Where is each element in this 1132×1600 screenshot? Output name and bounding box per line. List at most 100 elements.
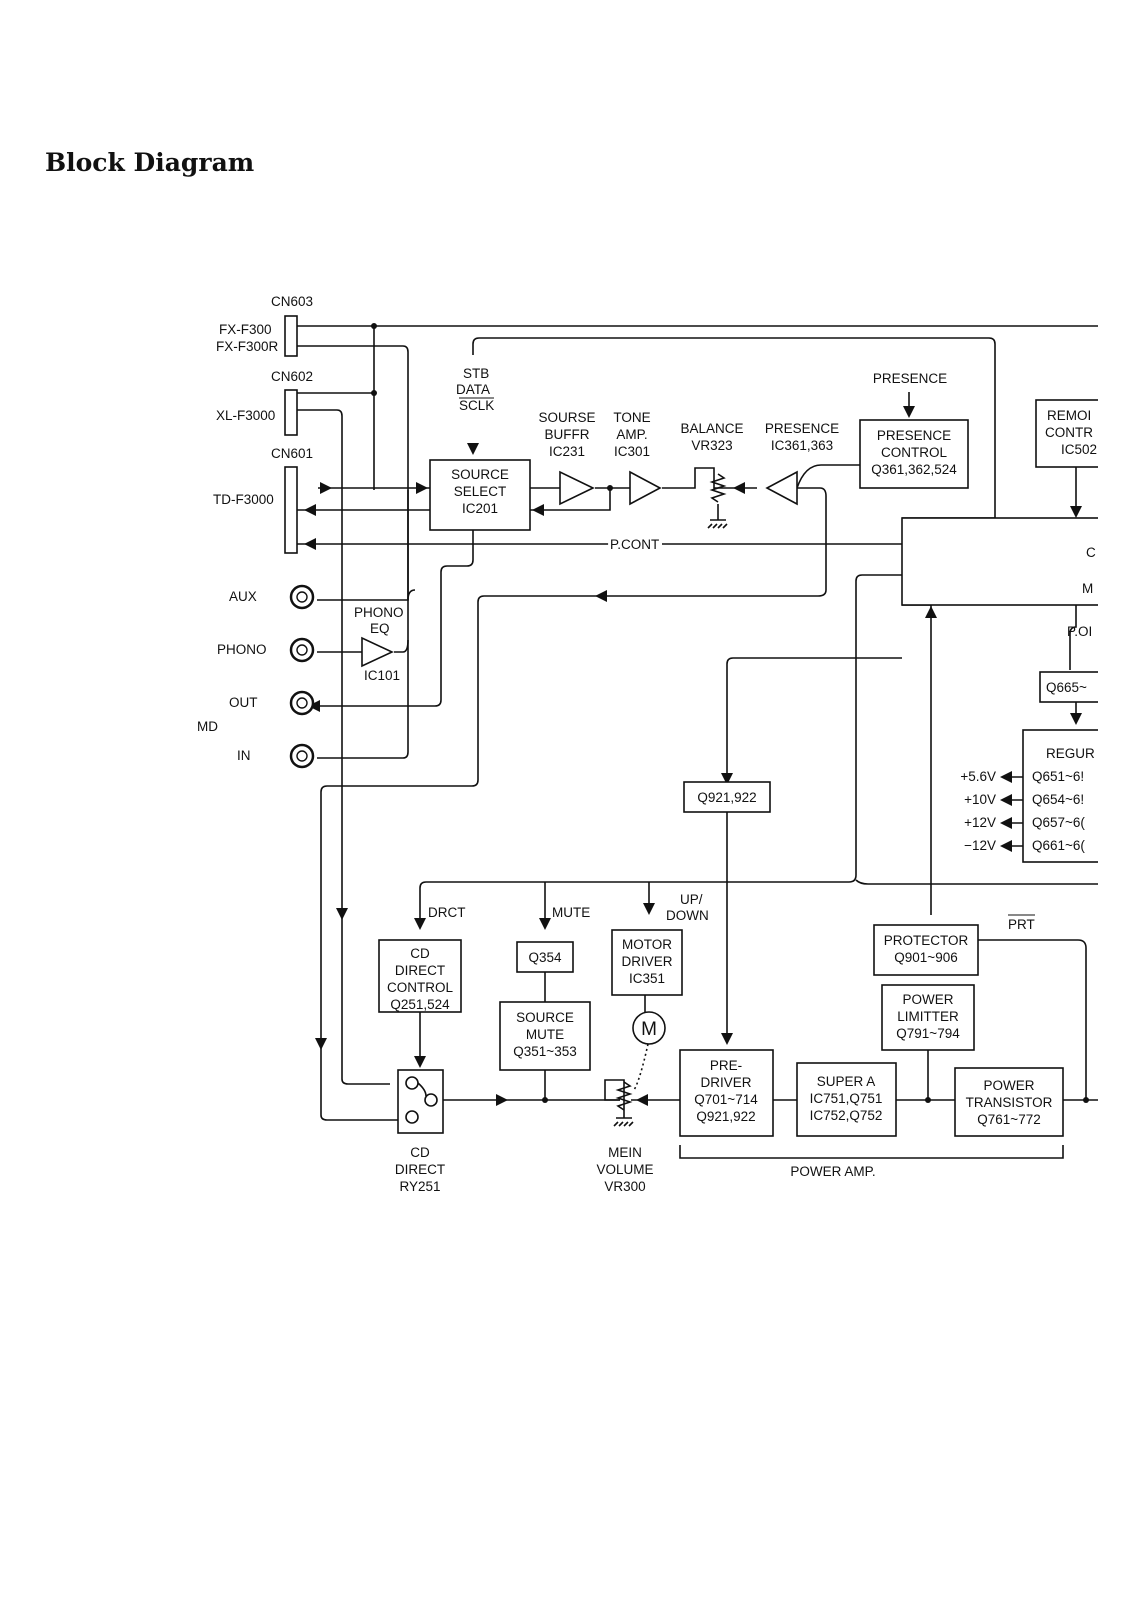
md-label: MD bbox=[197, 719, 218, 734]
page-title: Block Diagram bbox=[45, 148, 255, 177]
main-volume-pot: MEIN VOLUME VR300 bbox=[596, 1081, 654, 1194]
svg-text:SUPER A: SUPER A bbox=[817, 1074, 876, 1089]
down-label: DOWN bbox=[666, 908, 709, 923]
svg-text:M: M bbox=[641, 1019, 657, 1040]
svg-text:DRIVER: DRIVER bbox=[621, 954, 672, 969]
svg-text:IC201: IC201 bbox=[462, 501, 498, 516]
tone-amp: TONE AMP. IC301 bbox=[613, 410, 662, 506]
svg-text:PROTECTOR: PROTECTOR bbox=[884, 933, 969, 948]
svg-text:TONE: TONE bbox=[613, 410, 650, 425]
svg-text:CN603: CN603 bbox=[271, 294, 313, 309]
svg-text:Q351~353: Q351~353 bbox=[513, 1044, 576, 1059]
source-buffer-amp: SOURSE BUFFR IC231 bbox=[538, 410, 596, 506]
svg-text:C: C bbox=[1086, 545, 1096, 560]
svg-text:Q657~6(: Q657~6( bbox=[1032, 815, 1085, 830]
svg-text:POWER: POWER bbox=[902, 992, 953, 1007]
svg-text:IC231: IC231 bbox=[549, 444, 585, 459]
jack-md-out: OUT bbox=[229, 690, 315, 716]
svg-text:PRE-: PRE- bbox=[710, 1058, 742, 1073]
svg-text:SOURSE: SOURSE bbox=[538, 410, 595, 425]
svg-text:IN: IN bbox=[237, 748, 251, 763]
svg-text:IC351: IC351 bbox=[629, 971, 665, 986]
motor-driver-block: MOTOR DRIVER IC351 bbox=[611, 929, 683, 996]
remote-control-block: REMOI CONTR IC502 bbox=[1035, 399, 1098, 468]
svg-text:SOURCE: SOURCE bbox=[451, 467, 509, 482]
svg-text:PRESENCE: PRESENCE bbox=[877, 428, 951, 443]
cd-direct-relay: CD DIRECT RY251 bbox=[395, 1069, 445, 1194]
svg-text:AMP.: AMP. bbox=[616, 427, 647, 442]
prt-label: PRT bbox=[1008, 914, 1035, 932]
svg-text:Q665~: Q665~ bbox=[1046, 680, 1087, 695]
svg-text:IC361,363: IC361,363 bbox=[771, 438, 833, 453]
protector-block: PROTECTOR Q901~906 bbox=[873, 924, 979, 976]
q921-922-block: Q921,922 bbox=[683, 781, 771, 813]
pre-driver-block: PRE- DRIVER Q701~714 Q921,922 bbox=[679, 1049, 774, 1137]
jack-md-in: IN bbox=[237, 743, 315, 769]
cd-direct-control-block: CD DIRECT CONTROL Q251,524 bbox=[378, 939, 462, 1013]
presence-label: PRESENCE bbox=[873, 371, 947, 386]
power-amp-label: POWER AMP. bbox=[790, 1164, 875, 1179]
svg-text:EQ: EQ bbox=[370, 621, 390, 636]
svg-text:TRANSISTOR: TRANSISTOR bbox=[966, 1095, 1053, 1110]
svg-text:Q761~772: Q761~772 bbox=[977, 1112, 1040, 1127]
wiring bbox=[297, 323, 1098, 1159]
svg-text:CONTROL: CONTROL bbox=[387, 980, 453, 995]
up-label: UP/ bbox=[680, 892, 703, 907]
regulator-voltages: +5.6V +10V +12V −12V bbox=[960, 769, 996, 853]
svg-text:DATA: DATA bbox=[456, 382, 490, 397]
svg-text:BUFFR: BUFFR bbox=[545, 427, 590, 442]
svg-text:XL-F3000: XL-F3000 bbox=[216, 408, 275, 423]
q354-block: Q354 bbox=[516, 941, 574, 973]
svg-text:IC502: IC502 bbox=[1061, 442, 1097, 457]
stb-label: STB DATA SCLK bbox=[456, 366, 494, 413]
motor-icon: M bbox=[632, 1011, 666, 1045]
svg-text:FX-F300R: FX-F300R bbox=[216, 339, 279, 354]
svg-text:PRT: PRT bbox=[1008, 917, 1035, 932]
svg-text:VR323: VR323 bbox=[691, 438, 732, 453]
svg-text:AUX: AUX bbox=[229, 589, 257, 604]
svg-text:MUTE: MUTE bbox=[526, 1027, 564, 1042]
connector-cn603: CN603 FX-F300 FX-F300R bbox=[216, 294, 313, 357]
svg-text:CN602: CN602 bbox=[271, 369, 313, 384]
svg-text:DRIVER: DRIVER bbox=[700, 1075, 751, 1090]
svg-text:TD-F3000: TD-F3000 bbox=[213, 492, 274, 507]
svg-text:M: M bbox=[1082, 581, 1093, 596]
svg-text:MOTOR: MOTOR bbox=[622, 937, 672, 952]
source-mute-block: SOURCE MUTE Q351~353 bbox=[499, 1001, 591, 1071]
svg-text:STB: STB bbox=[463, 366, 489, 381]
svg-text:CN601: CN601 bbox=[271, 446, 313, 461]
svg-text:CD: CD bbox=[410, 1145, 430, 1160]
svg-text:SCLK: SCLK bbox=[459, 398, 494, 413]
q665-block: Q665~ bbox=[1039, 671, 1098, 703]
svg-text:IC752,Q752: IC752,Q752 bbox=[810, 1108, 883, 1123]
svg-text:REGUR: REGUR bbox=[1046, 746, 1095, 761]
svg-text:REMOI: REMOI bbox=[1047, 408, 1091, 423]
svg-text:IC101: IC101 bbox=[364, 668, 400, 683]
connector-cn602: CN602 XL-F3000 bbox=[216, 369, 313, 436]
super-a-block: SUPER A IC751,Q751 IC752,Q752 bbox=[796, 1062, 897, 1137]
svg-text:PHONO: PHONO bbox=[354, 605, 404, 620]
svg-text:SOURCE: SOURCE bbox=[516, 1010, 574, 1025]
svg-text:CONTROL: CONTROL bbox=[881, 445, 947, 460]
svg-text:Q901~906: Q901~906 bbox=[894, 950, 957, 965]
svg-text:VR300: VR300 bbox=[604, 1179, 645, 1194]
cpu-block: C M bbox=[901, 517, 1098, 606]
svg-text:DIRECT: DIRECT bbox=[395, 1162, 445, 1177]
mute-label: MUTE bbox=[552, 905, 590, 920]
svg-text:Q701~714: Q701~714 bbox=[694, 1092, 758, 1107]
svg-text:Q791~794: Q791~794 bbox=[896, 1026, 960, 1041]
svg-text:VOLUME: VOLUME bbox=[596, 1162, 653, 1177]
regulator-block: REGUR Q651~6! Q654~6! Q657~6( Q661~6( bbox=[1004, 729, 1098, 863]
svg-text:+12V: +12V bbox=[964, 815, 996, 830]
svg-text:IC301: IC301 bbox=[614, 444, 650, 459]
svg-text:BALANCE: BALANCE bbox=[680, 421, 743, 436]
svg-text:LIMITTER: LIMITTER bbox=[897, 1009, 959, 1024]
presence-amp: PRESENCE IC361,363 bbox=[765, 421, 839, 506]
svg-text:Q661~6(: Q661~6( bbox=[1032, 838, 1085, 853]
svg-text:Q654~6!: Q654~6! bbox=[1032, 792, 1084, 807]
p-on-label: P.OI bbox=[1067, 624, 1092, 639]
drct-label: DRCT bbox=[428, 905, 466, 920]
jack-aux: AUX bbox=[229, 584, 315, 610]
svg-text:Q921,922: Q921,922 bbox=[697, 790, 756, 805]
